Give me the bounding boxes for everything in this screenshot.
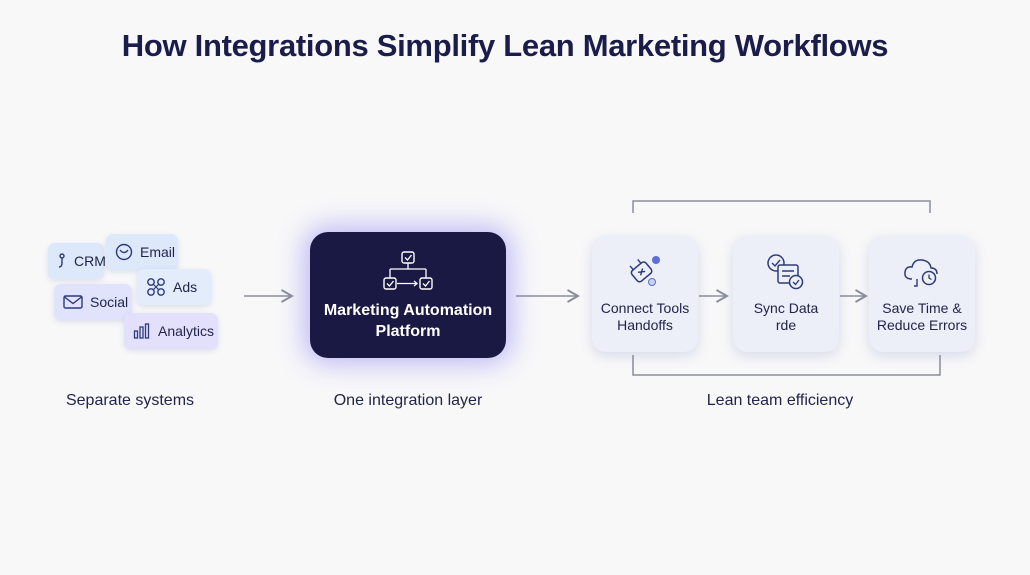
ads-chip: Ads (137, 269, 211, 305)
hub-line-1: Marketing Automation (323, 302, 493, 319)
sync-document-icon (767, 254, 804, 290)
link-icon (58, 253, 65, 268)
step-card-save-time: Save Time & Reduce Errors (869, 236, 975, 352)
caption-integration-layer: One integration layer (333, 392, 483, 409)
step-1-line-1: Connect Tools (600, 300, 690, 316)
step-card-connect: Connect Tools Handoffs (592, 236, 698, 352)
workflow-icon (383, 251, 433, 290)
bar-chart-icon (133, 323, 150, 339)
step-2-line-1: Sync Data (753, 300, 819, 316)
ads-label: Ads (173, 279, 198, 295)
email-icon (115, 243, 133, 261)
automation-platform-hub: Marketing Automation Platform (310, 232, 506, 358)
hub-line-2: Platform (375, 323, 441, 340)
top-bracket (632, 200, 931, 213)
crm-label: CRM (74, 253, 106, 269)
email-chip: Email (106, 234, 178, 270)
plug-connect-icon (629, 256, 660, 286)
email-label: Email (140, 244, 176, 260)
analytics-label: Analytics (158, 323, 215, 339)
step-3-line-2: Reduce Errors (876, 317, 968, 333)
page-title: How Integrations Simplify Lean Marketing… (121, 28, 889, 63)
step-1-line-2: Handoffs (617, 317, 673, 333)
step-2-line-2: rde (775, 317, 797, 333)
social-chip: Social (54, 284, 132, 320)
cloud-clock-icon (904, 259, 938, 287)
nodes-icon (147, 278, 165, 296)
analytics-chip: Analytics (124, 313, 218, 349)
caption-separate-systems: Separate systems (65, 392, 195, 409)
caption-lean-efficiency: Lean team efficiency (706, 392, 854, 409)
step-3-line-1: Save Time & (882, 300, 962, 316)
step-card-sync: Sync Data rde (733, 236, 839, 352)
bottom-bracket (632, 355, 941, 376)
crm-chip: CRM (48, 243, 106, 279)
envelope-icon (63, 295, 83, 309)
social-label: Social (90, 294, 129, 310)
